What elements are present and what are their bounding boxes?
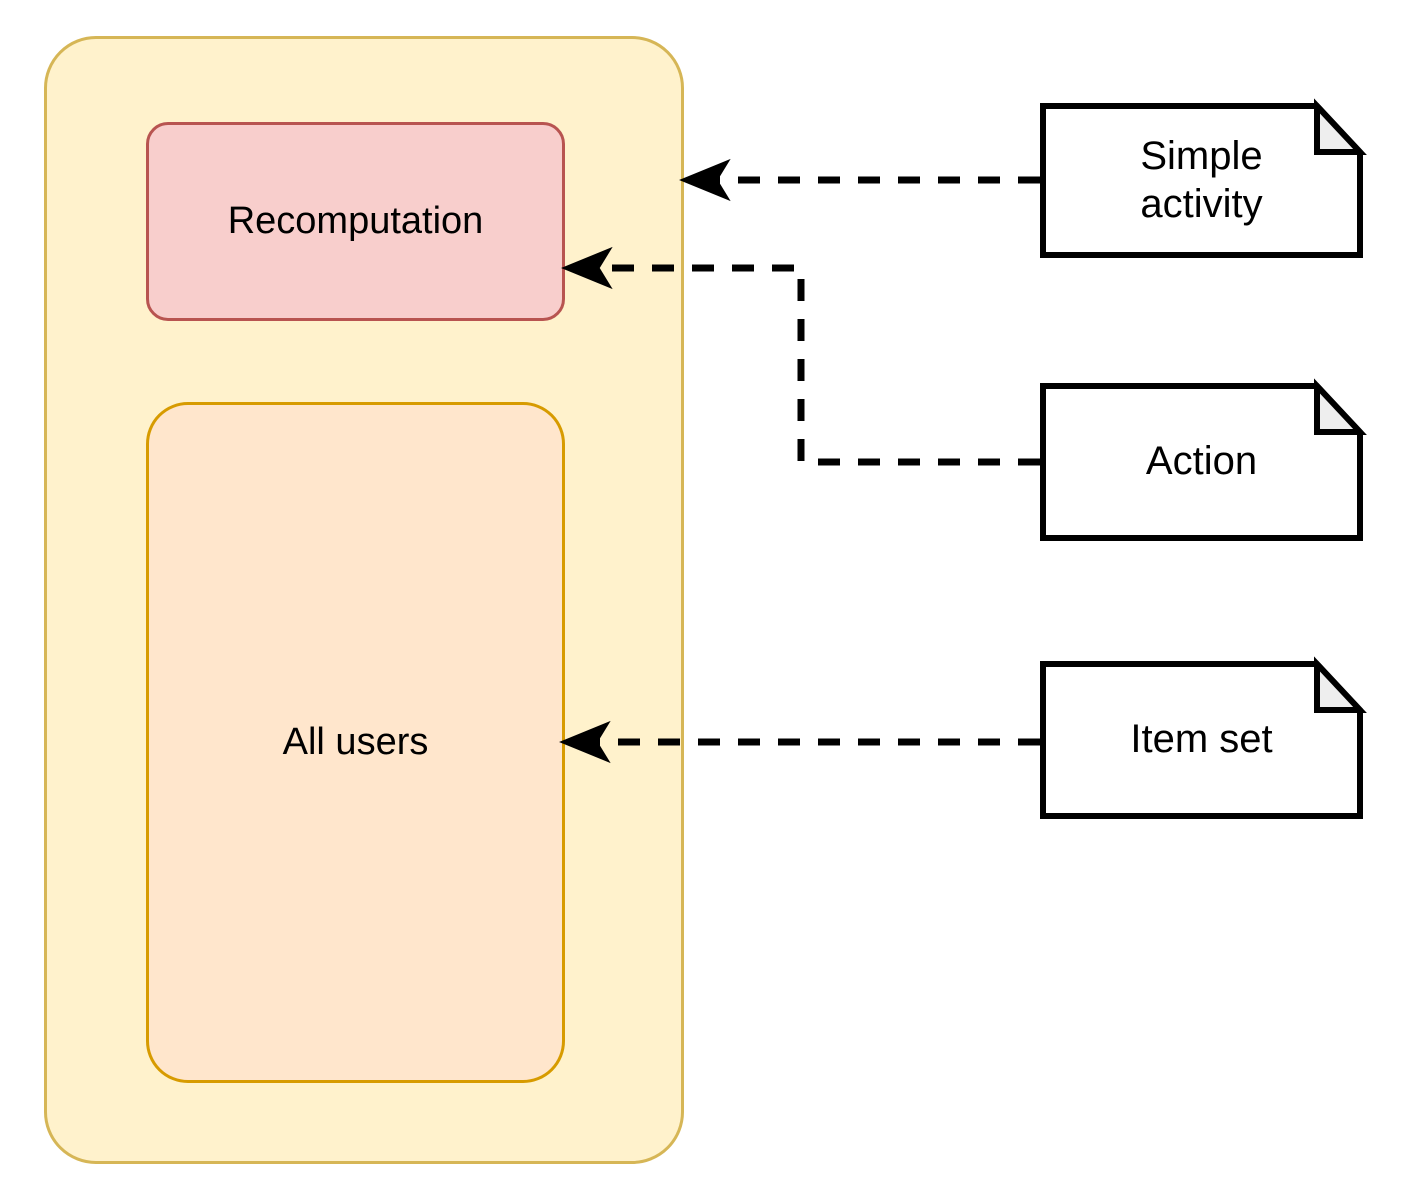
note-shape-icon <box>1040 656 1367 819</box>
edge-simple-activity-to-container[interactable] <box>679 158 1040 202</box>
recomputation-label: Recomputation <box>227 199 484 242</box>
recomputation-node[interactable]: Recomputation <box>146 122 565 321</box>
note-simple-activity[interactable]: Simple activity <box>1040 98 1367 258</box>
note-shape-icon <box>1040 378 1367 541</box>
all-users-label: All users <box>282 720 429 763</box>
note-action[interactable]: Action <box>1040 378 1367 541</box>
note-item-set[interactable]: Item set <box>1040 656 1367 819</box>
all-users-node[interactable]: All users <box>146 402 565 1083</box>
note-shape-icon <box>1040 98 1367 258</box>
